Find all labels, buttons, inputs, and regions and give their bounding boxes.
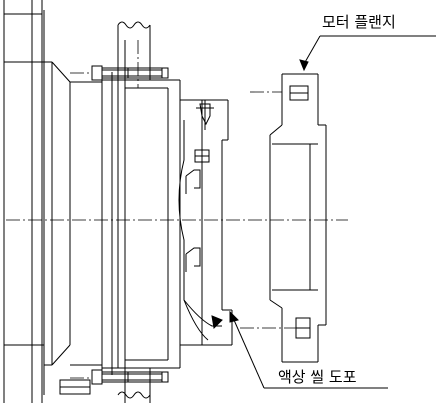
left-housing (3, 0, 71, 403)
motor-flange-label: 모터 플랜지 (322, 13, 396, 31)
leader-lines (229, 35, 436, 389)
middle-housing (70, 21, 181, 403)
top-bolt (91, 65, 169, 81)
liquid-seal-label: 액상 씰 도포 (278, 368, 357, 386)
seal-housing (178, 99, 233, 346)
bottom-bolt (59, 369, 169, 395)
center-lines (6, 40, 348, 379)
motor-flange (269, 73, 327, 363)
